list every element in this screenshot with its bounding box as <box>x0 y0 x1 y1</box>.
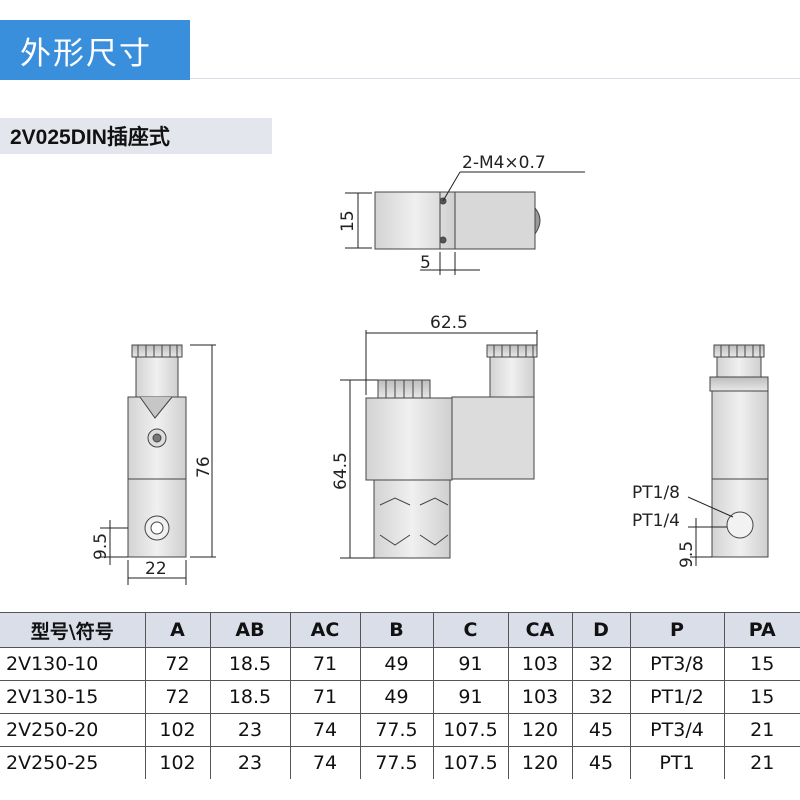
cell-ca: 120 <box>507 746 573 779</box>
cell-pa: 15 <box>723 680 800 714</box>
cell-ca: 103 <box>507 680 573 714</box>
cell-b: 77.5 <box>359 746 434 779</box>
header-pa: PA <box>723 612 800 648</box>
cell-c: 91 <box>432 680 509 714</box>
cell-model: 2V250-25 <box>0 746 146 779</box>
cell-ac: 74 <box>289 746 361 779</box>
cell-p: PT1 <box>629 746 725 779</box>
cell-d: 45 <box>571 746 631 779</box>
cell-b: 77.5 <box>359 713 434 747</box>
model-title: 2V025DIN插座式 <box>10 126 170 149</box>
cell-p: PT3/8 <box>629 647 725 681</box>
section-title: 外形尺寸 <box>20 35 152 71</box>
cell-ab: 23 <box>209 746 291 779</box>
header-c: C <box>432 612 509 648</box>
cell-a: 72 <box>144 680 211 714</box>
dim-15: 15 <box>338 210 358 232</box>
table-row: 2V130-10 72 18.5 71 49 91 103 32 PT3/8 1… <box>0 647 800 681</box>
header-ab: AB <box>209 612 291 648</box>
cell-pa: 15 <box>723 647 800 681</box>
cell-ac: 71 <box>289 647 361 681</box>
cell-a: 102 <box>144 746 211 779</box>
cell-d: 32 <box>571 680 631 714</box>
header-d: D <box>571 612 631 648</box>
dim-9-5-right: 9.5 <box>677 541 697 568</box>
left-view <box>100 344 216 585</box>
front-view <box>340 330 538 559</box>
dim-22: 22 <box>145 559 167 579</box>
model-title-banner: 2V025DIN插座式 <box>0 118 272 154</box>
dim-9-5-left: 9.5 <box>91 533 111 560</box>
label-pt1-8: PT1/8 <box>632 483 680 503</box>
cell-d: 45 <box>571 713 631 747</box>
table-row: 2V250-25 102 23 74 77.5 107.5 120 45 PT1… <box>0 746 800 779</box>
top-view <box>345 171 585 275</box>
title-divider <box>190 78 800 79</box>
cell-ab: 18.5 <box>209 647 291 681</box>
cell-p: PT3/4 <box>629 713 725 747</box>
header-ca: CA <box>507 612 573 648</box>
cell-b: 49 <box>359 647 434 681</box>
label-pt1-4: PT1/4 <box>632 511 680 531</box>
cell-a: 102 <box>144 713 211 747</box>
section-title-banner: 外形尺寸 <box>0 20 190 80</box>
spec-table: 型号\符号 A AB AC B C CA D P PA 2V130-10 72 … <box>0 612 800 779</box>
cell-b: 49 <box>359 680 434 714</box>
right-view <box>687 344 769 566</box>
cell-p: PT1/2 <box>629 680 725 714</box>
cell-c: 107.5 <box>432 713 509 747</box>
dimension-drawing: 2-M4×0.7 15 5 76 9.5 22 <box>91 153 769 585</box>
cell-c: 107.5 <box>432 746 509 779</box>
cell-pa: 21 <box>723 746 800 779</box>
cell-c: 91 <box>432 647 509 681</box>
table-row: 2V250-20 102 23 74 77.5 107.5 120 45 PT3… <box>0 713 800 747</box>
dim-5: 5 <box>420 253 431 273</box>
table-row: 2V130-15 72 18.5 71 49 91 103 32 PT1/2 1… <box>0 680 800 714</box>
cell-model: 2V130-15 <box>0 680 146 714</box>
cell-ab: 23 <box>209 713 291 747</box>
header-p: P <box>629 612 725 648</box>
header-a: A <box>144 612 211 648</box>
header-ac: AC <box>289 612 361 648</box>
dim-62-5: 62.5 <box>430 313 468 333</box>
cell-a: 72 <box>144 647 211 681</box>
table-header-row: 型号\符号 A AB AC B C CA D P PA <box>0 612 800 648</box>
cell-d: 32 <box>571 647 631 681</box>
header-b: B <box>359 612 434 648</box>
cell-ac: 71 <box>289 680 361 714</box>
dim-thread: 2-M4×0.7 <box>462 153 546 173</box>
dim-64-5: 64.5 <box>331 452 351 490</box>
dim-76: 76 <box>194 456 214 478</box>
header-model: 型号\符号 <box>0 612 146 648</box>
cell-ac: 74 <box>289 713 361 747</box>
cell-ca: 120 <box>507 713 573 747</box>
cell-pa: 21 <box>723 713 800 747</box>
cell-ab: 18.5 <box>209 680 291 714</box>
cell-ca: 103 <box>507 647 573 681</box>
cell-model: 2V130-10 <box>0 647 146 681</box>
cell-model: 2V250-20 <box>0 713 146 747</box>
